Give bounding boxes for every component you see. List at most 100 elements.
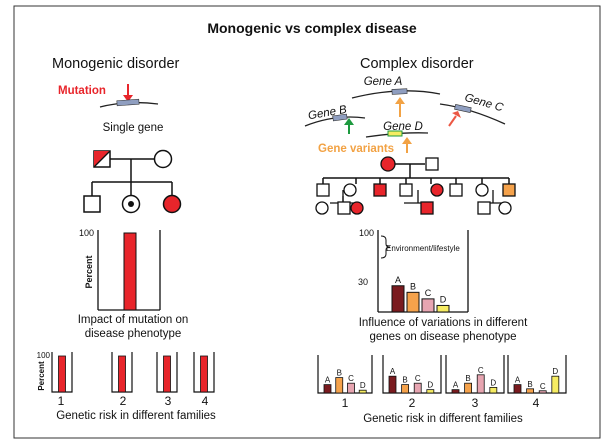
single-gene-segment: [116, 98, 140, 107]
environment-brace: [380, 235, 391, 259]
mutation-arrowhead-icon: [123, 95, 133, 102]
monogenic-pedigree: [83, 149, 182, 214]
complex-genes: Gene A Gene B Gene C Gene D Gene var: [304, 76, 506, 155]
complex-family-2-bar-a: [388, 375, 397, 394]
complex-family-3-label-d: D: [490, 378, 496, 387]
single-gene-label: Single gene: [103, 122, 164, 134]
gene-variants-label: Gene variants: [318, 143, 394, 155]
monogenic-family-bar-1: [58, 355, 66, 393]
monogenic-family-bar-2: [118, 355, 126, 393]
complex-bar-d: [436, 304, 450, 313]
complex-family-4-bar-c: [538, 390, 547, 394]
complex-family-box-1: [317, 355, 373, 394]
complex-bar-label-b: B: [410, 281, 416, 291]
pedigree-son-square: [83, 195, 101, 213]
monogenic-panel: Monogenic disorder Mutation Single gene: [37, 56, 216, 422]
complex-family-4-bar-d: [551, 375, 560, 394]
complex-pedigree-mother-affected: [380, 156, 396, 172]
gene-c-arrow-icon: [448, 115, 457, 127]
complex-family-number-1: 1: [342, 396, 349, 410]
complex-family-1-bar-d: [358, 389, 367, 394]
complex-family-1-bar-c: [347, 382, 355, 394]
complex-pedigree-father: [425, 157, 439, 171]
complex-family-2-label-c: C: [415, 374, 421, 383]
complex-family-3-label-b: B: [465, 374, 470, 383]
complex-chart-tick-30: 30: [358, 277, 368, 287]
complex-family-number-3: 3: [472, 396, 479, 410]
monogenic-family-number-4: 4: [202, 394, 209, 408]
monogenic-family-number-3: 3: [165, 394, 172, 408]
complex-family-box-2: [382, 355, 442, 394]
complex-chart-tick-100: 100: [359, 228, 374, 238]
complex-bar-a: [391, 285, 405, 313]
monogenic-heading: Monogenic disorder: [52, 56, 180, 72]
complex-family-3-bar-d: [489, 386, 498, 394]
figure-border: [13, 5, 601, 439]
complex-family-3-label-c: C: [478, 366, 484, 375]
gene-b-segment: [332, 113, 348, 122]
complex-family-2-label-a: A: [390, 367, 396, 376]
monogenic-caption-line2: disease phenotype: [85, 328, 182, 340]
gene-a-label: Gene A: [364, 76, 403, 88]
complex-family-4-bar-a: [513, 384, 522, 394]
complex-family-box-3: [445, 355, 505, 394]
gene-c-strand: [439, 103, 506, 125]
complex-family-4-label-d: D: [552, 367, 558, 376]
complex-bar-c: [421, 298, 435, 313]
complex-family-4-label-c: C: [540, 382, 546, 391]
monogenic-impact-chart: 100 Percent: [79, 228, 161, 311]
monogenic-families-tick-100: 100: [37, 351, 51, 360]
monogenic-chart-ylabel: Percent: [84, 255, 94, 288]
complex-bar-label-d: D: [440, 294, 447, 304]
monogenic-family-bar-3: [163, 355, 171, 393]
complex-family-2-label-b: B: [402, 376, 407, 385]
complex-family-3-bar-b: [464, 382, 473, 394]
gene-c-segment: [454, 104, 472, 113]
complex-family-4-bar-b: [526, 388, 535, 394]
pedigree-mother-circle: [153, 149, 173, 169]
complex-family-1-label-d: D: [360, 381, 366, 390]
complex-family-2-bar-b: [401, 384, 410, 394]
complex-family-4-label-b: B: [527, 380, 532, 389]
complex-family-number-4: 4: [533, 396, 540, 410]
complex-family-3-bar-a: [451, 389, 460, 394]
complex-family-1-bar-b: [335, 377, 344, 394]
monogenic-family-number-2: 2: [120, 394, 127, 408]
complex-caption-line1: Influence of variations in different: [359, 317, 528, 329]
monogenic-caption-line1: Impact of mutation on: [78, 314, 189, 326]
complex-family-1-label-a: A: [325, 376, 331, 385]
complex-family-2-label-d: D: [427, 381, 433, 390]
monogenic-families-caption: Genetic risk in different families: [56, 410, 216, 422]
monogenic-impact-bar: [123, 232, 137, 311]
complex-family-3-bar-c: [476, 374, 485, 394]
monogenic-families-charts: 100 Percent 1 2 3 4: [37, 351, 215, 408]
monogenic-family-number-1: 1: [58, 394, 65, 408]
gene-a-segment: [391, 88, 408, 95]
complex-family-2-bar-d: [426, 389, 435, 394]
complex-family-box-4: [507, 355, 567, 394]
complex-family-2-bar-c: [413, 382, 422, 394]
complex-family-1-label-c: C: [348, 374, 354, 383]
monogenic-family-bar-4: [200, 355, 208, 393]
monogenic-chart-tick-100: 100: [79, 228, 94, 238]
figure-title: Monogenic vs complex disease: [207, 20, 417, 36]
monogenic-families-ylabel: Percent: [37, 361, 46, 391]
complex-pedigree: [315, 156, 516, 215]
complex-panel: Complex disorder Gene A Gene B Gene C Ge…: [304, 56, 567, 425]
complex-families-caption: Genetic risk in different families: [363, 413, 523, 425]
complex-family-1-label-b: B: [337, 369, 342, 378]
complex-heading: Complex disorder: [360, 56, 474, 72]
pedigree-affected-daughter-circle: [162, 194, 182, 214]
gene-d-segment: [387, 130, 403, 137]
gene-d-label: Gene D: [383, 121, 423, 133]
complex-bar-label-c: C: [425, 288, 432, 298]
complex-bar-label-a: A: [395, 275, 401, 285]
mutation-label: Mutation: [58, 85, 106, 97]
complex-family-3-label-a: A: [453, 381, 459, 390]
environment-lifestyle-label: Environment/lifestyle: [386, 244, 460, 253]
complex-family-1-bar-a: [323, 384, 332, 394]
complex-family-number-2: 2: [409, 396, 416, 410]
